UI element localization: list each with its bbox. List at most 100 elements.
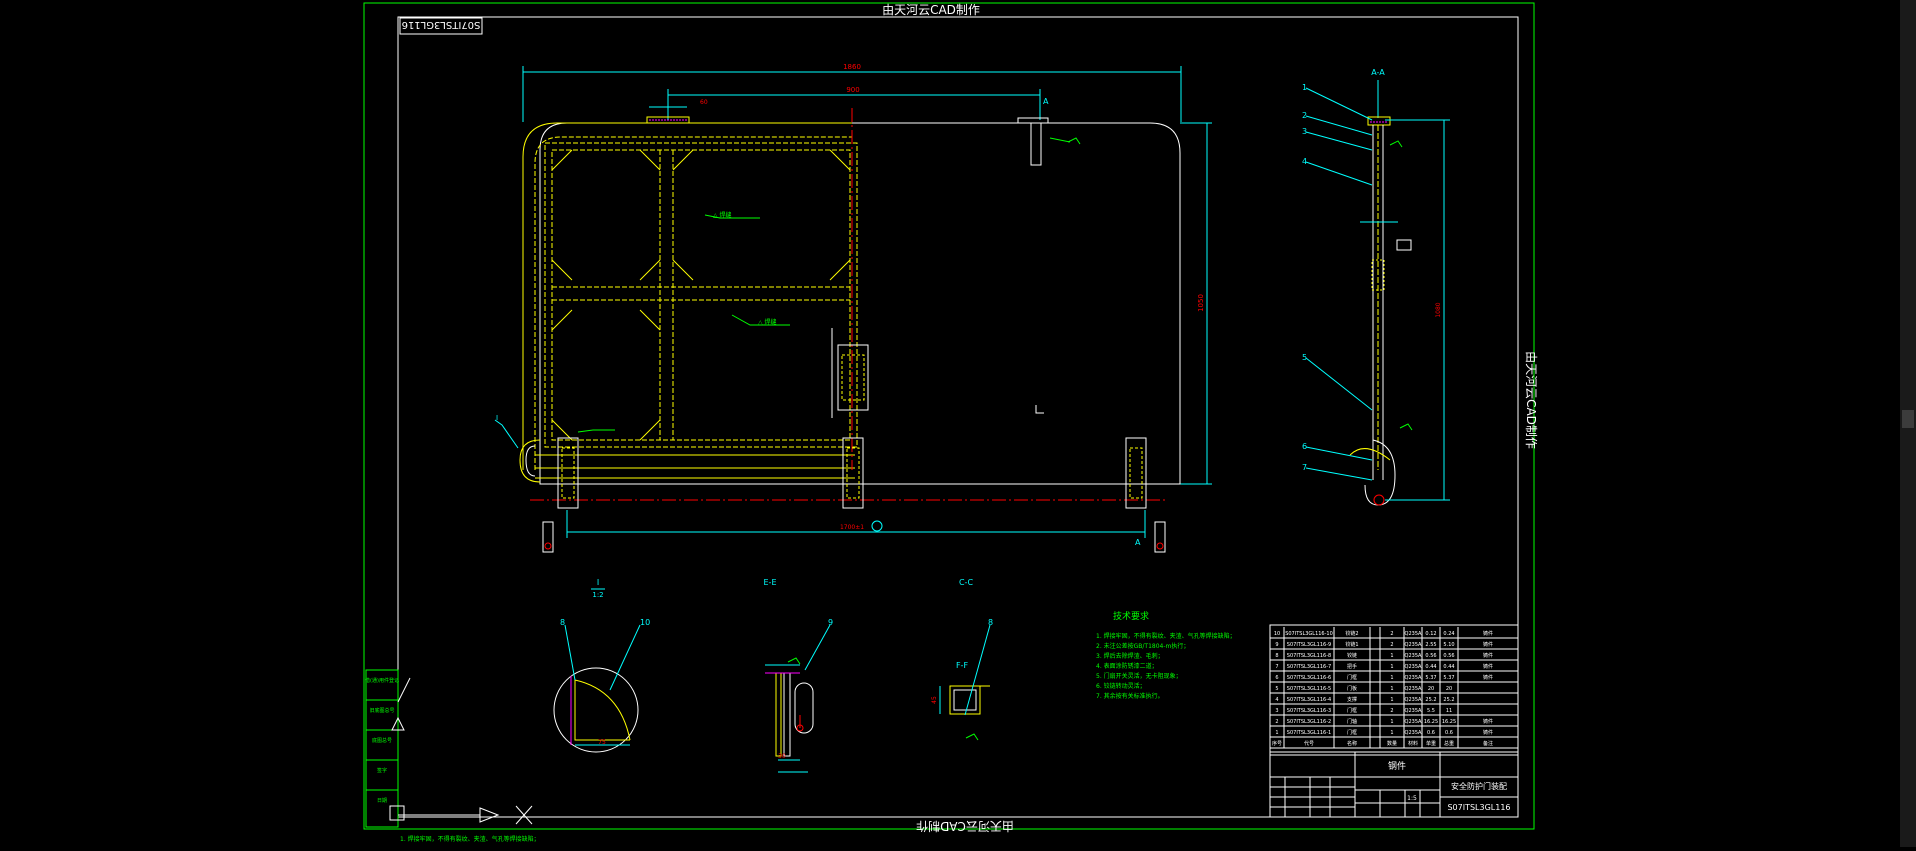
- side-block-3: 底图总号: [372, 737, 392, 744]
- bom-cell: 10: [1274, 631, 1280, 637]
- detail-i-scale: 1:2: [592, 591, 603, 599]
- technical-notes: 技术要求 1. 焊接牢固，不得有裂纹、夹渣、气孔等焊接缺陷； 2. 未注公差按G…: [1096, 610, 1236, 700]
- title-block: 钢件 安全防护门装配 S07ITSL3GL116 1:5: [1269, 751, 1519, 818]
- note-line-3: 3. 焊后去除焊渣、毛刺；: [1096, 652, 1164, 660]
- bom-cell: 1: [1390, 686, 1393, 692]
- bom-cell: Q235A: [1405, 719, 1422, 725]
- bom-cell: 5.37: [1425, 675, 1436, 681]
- title-scale: 1:5: [1407, 795, 1417, 802]
- svg-text:75: 75: [598, 739, 606, 746]
- title-material: 钢件: [1388, 760, 1406, 772]
- bom-cell: 铰链: [1347, 652, 1357, 659]
- bom-cell: 1: [1390, 730, 1393, 736]
- svg-text:△ 焊缝: △ 焊缝: [713, 211, 732, 219]
- bom-cell: 25.2: [1425, 697, 1436, 703]
- bom-cell: 铸件: [1483, 630, 1493, 637]
- note-line-4: 4. 表面涂防锈漆二道；: [1096, 662, 1158, 670]
- section-mark-a-top: A: [1043, 97, 1049, 106]
- section-aa-label: A-A: [1371, 68, 1385, 77]
- bom-cell: 7: [1275, 664, 1278, 670]
- bom-cell: 16.25: [1442, 719, 1456, 725]
- balloon-10: 10: [640, 618, 650, 627]
- detail-i-view: I 1:2 8 10 75: [553, 578, 650, 753]
- note-line-1: 1. 焊接牢固，不得有裂纹、夹渣、气孔等焊接缺陷；: [1096, 632, 1236, 640]
- bom-cell: 支撑: [1347, 696, 1357, 703]
- bom-cell: 0.44: [1425, 664, 1436, 670]
- bom-cell: 25.2: [1443, 697, 1454, 703]
- balloon-6: 6: [1302, 442, 1307, 451]
- bom-cell: S07ITSL3GL116-2: [1287, 719, 1331, 725]
- bom-cell: 0.12: [1425, 631, 1436, 637]
- balloon-8-cc: 8: [988, 618, 993, 627]
- bom-cell: 1: [1390, 697, 1393, 703]
- bom-cell: 2: [1390, 642, 1393, 648]
- bom-cell: 9: [1275, 642, 1278, 648]
- bom-cell: Q235A: [1405, 631, 1422, 637]
- section-aa-view: A-A 1080 1 2 3 4 5 6 7: [1302, 68, 1450, 506]
- svg-text:45: 45: [931, 696, 938, 704]
- bom-cell: 1: [1390, 719, 1393, 725]
- svg-text:△ 焊缝: △ 焊缝: [758, 318, 777, 326]
- bom-header-cell: 名称: [1347, 740, 1357, 747]
- bom-header-cell: 数量: [1387, 740, 1397, 747]
- cursor-crosshair: [1035, 405, 1044, 414]
- scrollbar-thumb[interactable]: [1902, 410, 1914, 428]
- bom-cell: 8: [1275, 653, 1278, 659]
- bom-cell: 3: [1275, 708, 1278, 714]
- svg-text:1080: 1080: [1435, 302, 1442, 317]
- bom-cell: 1: [1390, 653, 1393, 659]
- bom-cell: S07ITSL3GL116-9: [1287, 642, 1331, 648]
- bom-cell: Q235A: [1405, 686, 1422, 692]
- balloon-9: 9: [828, 618, 833, 627]
- bom-header-cell: 序号: [1272, 740, 1282, 747]
- watermark-right: 由天河云CAD制作: [1524, 351, 1538, 449]
- bom-cell: 铰链1: [1345, 641, 1358, 648]
- bom-cell: 铸件: [1483, 652, 1493, 659]
- bom-cell: 5.5: [1427, 708, 1435, 714]
- bom-cell: 铰链2: [1345, 630, 1358, 637]
- bom-cell: 11: [1446, 708, 1452, 714]
- bom-cell: 1: [1390, 664, 1393, 670]
- title-stamp-box: [399, 17, 483, 35]
- section-cc-label: C-C: [959, 578, 973, 587]
- title-drawing-name: 安全防护门装配: [1451, 781, 1507, 791]
- bom-cell: S07ITSL3GL116-10: [1285, 631, 1333, 637]
- bom-header-cell: 单重: [1426, 740, 1436, 747]
- bom-cell: 6: [1275, 675, 1278, 681]
- title-drawing-number: S07ITSL3GL116: [1447, 803, 1510, 812]
- section-cc-view: C-C F-F 45 8: [931, 578, 993, 741]
- vertical-scrollbar[interactable]: [1900, 0, 1916, 847]
- balloon-7: 7: [1302, 463, 1307, 472]
- side-block-1: 借(通)用件登记: [365, 677, 399, 684]
- bom-cell: Q235A: [1405, 664, 1422, 670]
- side-block-4: 签字: [377, 767, 387, 774]
- bom-cell: S07ITSL3GL116-7: [1287, 664, 1331, 670]
- bom-cell: 门框: [1347, 674, 1357, 681]
- bom-cell: S07ITSL3GL116-4: [1287, 697, 1331, 703]
- note-line-2: 2. 未注公差按GB/T1804-m执行；: [1096, 642, 1189, 650]
- sheet-outer-border: [363, 2, 1535, 830]
- bom-cell: Q235A: [1405, 708, 1422, 714]
- bom-cell: 铸件: [1483, 729, 1493, 736]
- bom-header-cell: 代号: [1304, 740, 1314, 747]
- title-stamp: S07ITSL3GL116: [402, 19, 481, 30]
- bom-cell: 铸件: [1483, 663, 1493, 670]
- side-block-5: 日期: [377, 798, 387, 804]
- section-ee-view: E-E 30 9: [764, 578, 833, 773]
- bom-cell: S07ITSL3GL116-3: [1287, 708, 1331, 714]
- bom-cell: 1: [1275, 730, 1278, 736]
- bom-cell: 0.24: [1443, 631, 1454, 637]
- bom-cell: 铸件: [1483, 641, 1493, 648]
- bom-cell: 门框: [1347, 707, 1357, 714]
- bom-cell: 铸件: [1483, 718, 1493, 725]
- bom-cell: 铸件: [1483, 674, 1493, 681]
- balloon-3: 3: [1302, 127, 1307, 136]
- bom-cell: 5: [1275, 686, 1278, 692]
- bom-cell: 0.44: [1443, 664, 1454, 670]
- bom-cell: 2.55: [1425, 642, 1436, 648]
- svg-text:I: I: [496, 414, 498, 422]
- bom-header-cell: 备注: [1483, 740, 1493, 747]
- sheet-inner-border: [397, 16, 1519, 818]
